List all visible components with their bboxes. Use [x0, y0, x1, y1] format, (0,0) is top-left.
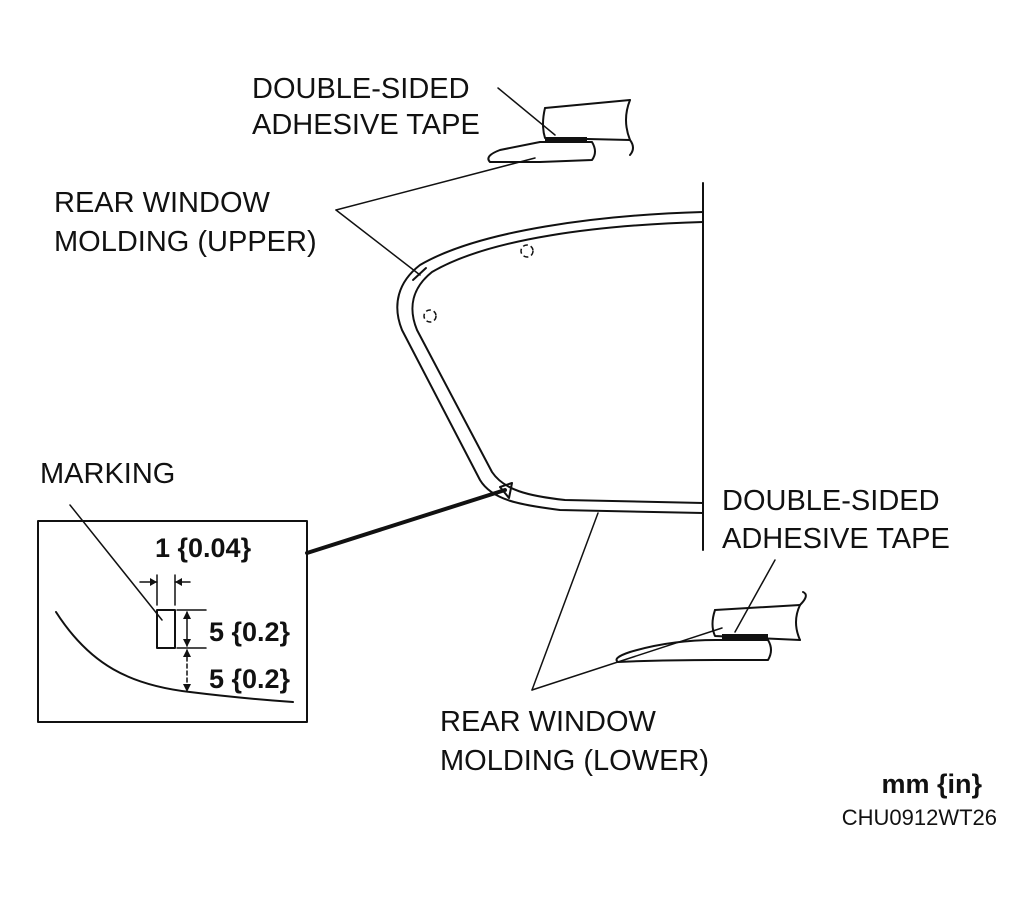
- lower-tape-detail: [615, 559, 807, 663]
- molding-lower-label-line2: MOLDING (LOWER): [440, 745, 709, 777]
- tape-lower-label-line1: DOUBLE-SIDED: [722, 485, 940, 517]
- units-label: mm {in}: [881, 769, 982, 799]
- molding-lower-label-line1: REAR WINDOW: [440, 706, 657, 738]
- marking-offset-dimension: 5 {0.2}: [209, 664, 291, 694]
- rear-window-outline: [396, 182, 704, 551]
- molding-lower-leader-b: [531, 627, 723, 691]
- molding-upper-label-line1: REAR WINDOW: [54, 187, 271, 219]
- marking-height-dimension: 5 {0.2}: [209, 617, 291, 647]
- tape-upper-label-line1: DOUBLE-SIDED: [252, 73, 470, 105]
- molding-upper-label-line2: MOLDING (UPPER): [54, 226, 317, 258]
- tape-upper-label-line2: ADHESIVE TAPE: [252, 109, 480, 141]
- figure-code: CHU0912WT26: [842, 805, 997, 830]
- tape-lower-label-line2: ADHESIVE TAPE: [722, 523, 950, 555]
- marking-width-dimension: 1 {0.04}: [155, 533, 252, 563]
- inset-leader: [305, 488, 507, 555]
- marking-detail-inset: 1 {0.04} 5 {0.2} 5 {0.2}: [37, 504, 308, 723]
- molding-lower-leader-a: [531, 512, 599, 691]
- upper-tape-detail: [487, 87, 634, 163]
- marking-label: MARKING: [40, 458, 175, 490]
- molding-upper-leader-b: [335, 157, 536, 211]
- molding-upper-leader-a: [335, 209, 421, 276]
